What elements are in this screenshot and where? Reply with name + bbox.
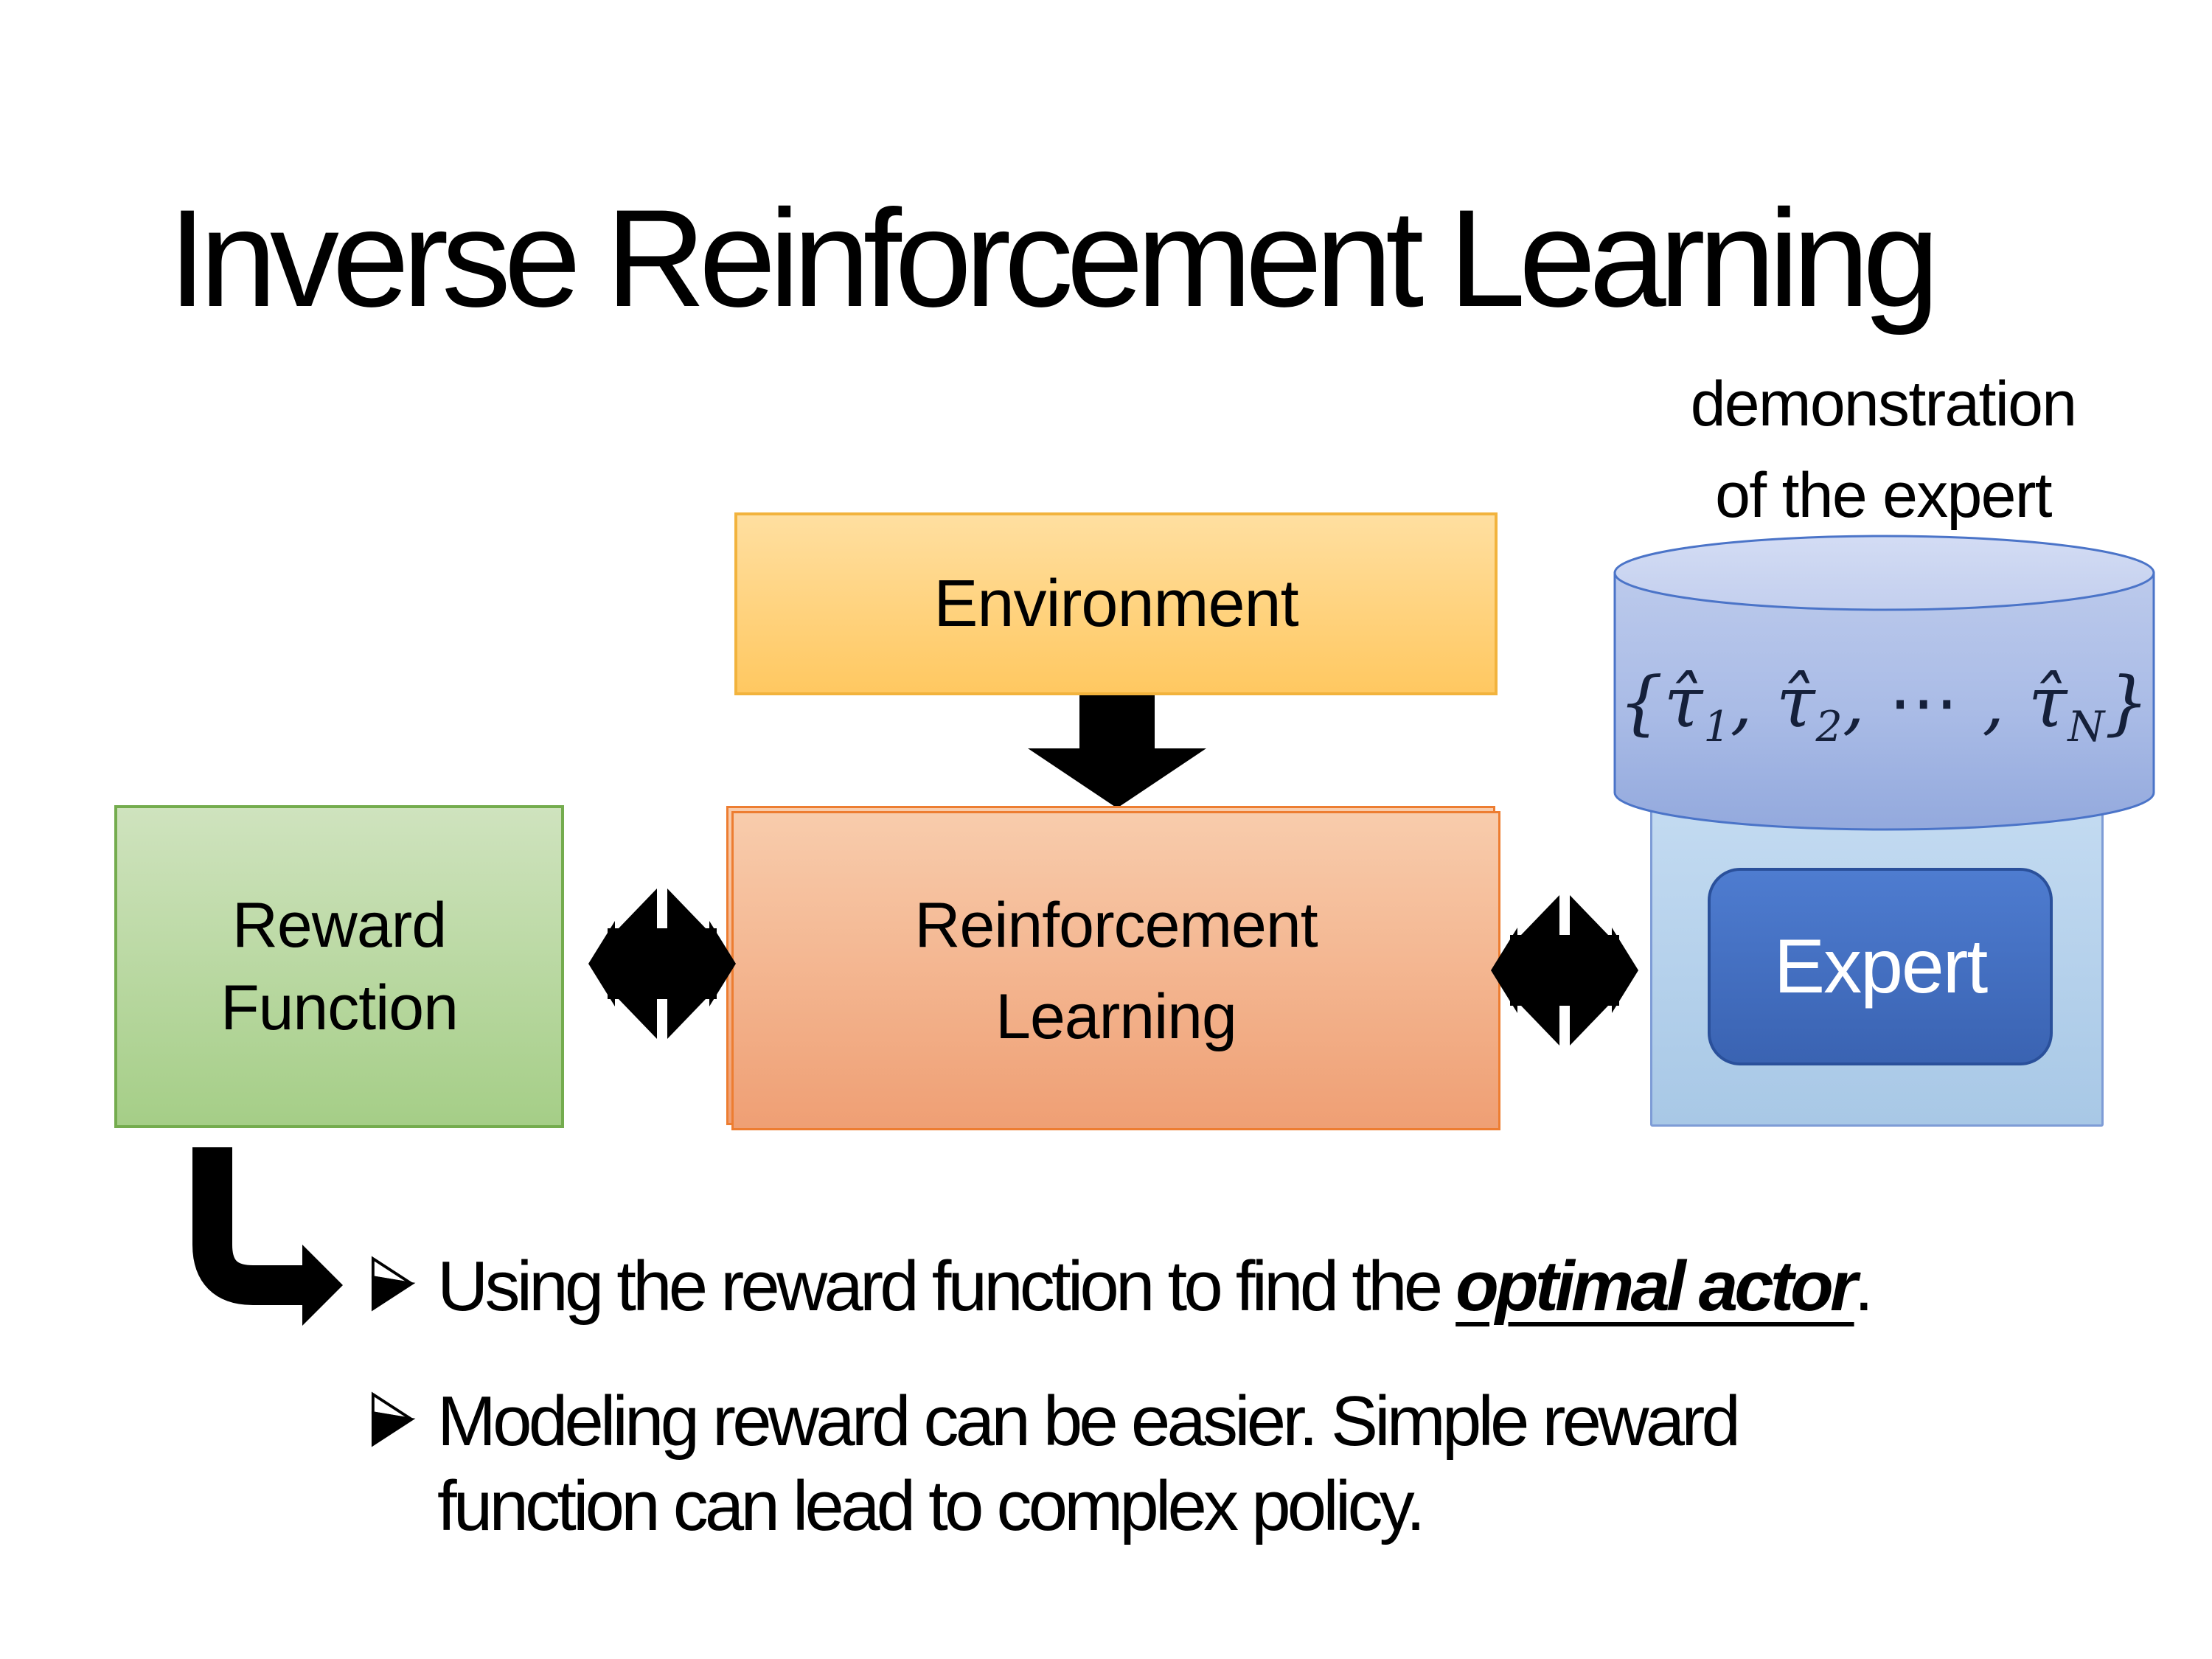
- bullet-text: Modeling reward can be easier. Simple re…: [437, 1382, 1741, 1545]
- down-arrow-icon: [1028, 695, 1206, 808]
- bullet-item-modeling-reward: Modeling reward can be easier. Simple re…: [370, 1379, 1870, 1548]
- optimal-actor-emphasis: optimal actor: [1455, 1247, 1857, 1326]
- bidirectional-exchange-arrow-icon: [1491, 895, 1638, 1046]
- bent-elbow-arrow-icon: [192, 1147, 343, 1326]
- slide-title: Inverse Reinforcement Learning: [168, 181, 1940, 335]
- arrowhead-bullet-icon: [371, 1256, 416, 1312]
- reinforcement-learning-box: Reinforcement Learning: [731, 811, 1500, 1130]
- expert-label: Expert: [1773, 923, 1989, 1009]
- environment-box: Environment: [734, 512, 1498, 695]
- trajectory-set-formula: {τ̂1, τ̂2, ⋯ , τ̂N}: [1618, 662, 2150, 751]
- bidirectional-exchange-arrow-icon: [588, 888, 736, 1039]
- reward-function-box: Reward Function: [114, 805, 564, 1128]
- environment-label: Environment: [933, 566, 1298, 641]
- reinforcement-learning-label: Reinforcement Learning: [914, 889, 1318, 1052]
- demonstration-caption: demonstration of the expert: [1690, 369, 2077, 531]
- bullet-item-optimal-actor: Using the reward function to find the op…: [370, 1243, 1874, 1330]
- bullet-text: Using the reward function to find the op…: [437, 1247, 1874, 1326]
- bullet-list: Using the reward function to find the op…: [370, 1243, 1874, 1548]
- arrowhead-bullet-icon: [371, 1391, 416, 1447]
- expert-box: Expert: [1708, 868, 2053, 1065]
- reward-function-label: Reward Function: [220, 890, 459, 1043]
- demonstration-database-cylinder: [1613, 535, 2155, 831]
